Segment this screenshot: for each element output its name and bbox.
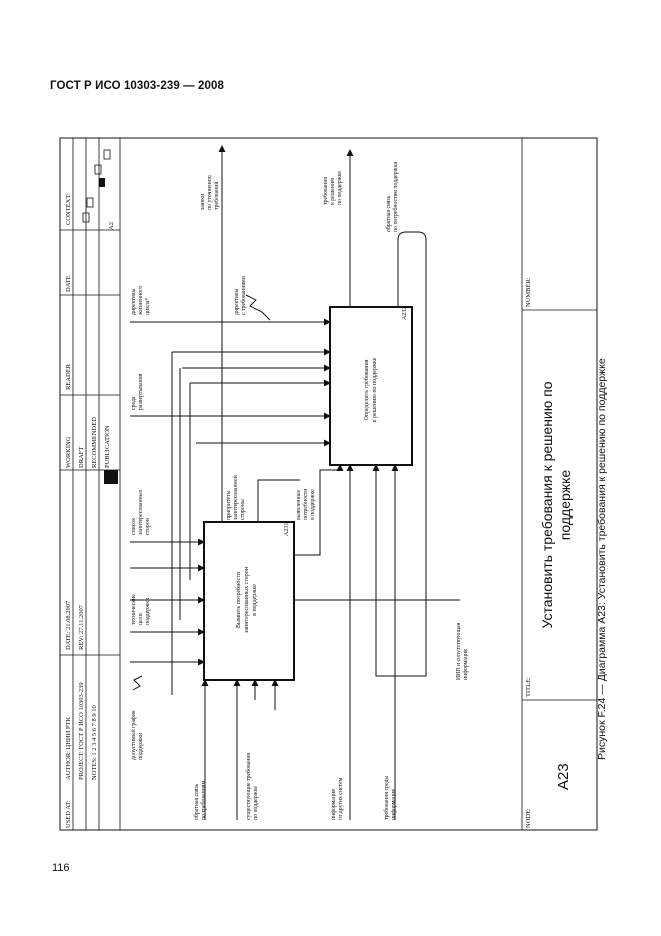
- svg-text:сторон: сторон: [145, 518, 151, 535]
- svg-text:по уточнению: по уточнению: [207, 175, 213, 210]
- svg-text:информация: информация: [462, 649, 469, 680]
- svg-text:жизненного: жизненного: [138, 286, 144, 316]
- working-label: WORKING: [65, 436, 72, 468]
- label-support-requirements-out: требования к решению по поддержке: [322, 171, 343, 205]
- footer-strip: [521, 138, 597, 830]
- title-label: TITLE:: [525, 677, 532, 697]
- publication-label: PUBLICATION: [104, 425, 111, 468]
- figure-caption: Рисунок F.24 — Диаграмма A23: Установить…: [596, 358, 608, 760]
- diagram-title-line1: Установить требования к решению по: [539, 381, 555, 628]
- svg-text:директивы: директивы: [131, 288, 137, 315]
- project-label: PROJECT: ГОСТ Р ИСО 10303-239: [78, 682, 85, 780]
- svg-text:по поддержке: по поддержке: [337, 171, 343, 205]
- svg-text:существующие требования: существующие требования: [245, 753, 252, 820]
- document-header: ГОСТ Р ИСО 10303-239 — 2008: [50, 80, 225, 92]
- svg-text:по поддержке: по поддержке: [253, 786, 259, 820]
- label-environment: среда развертывания: [131, 373, 144, 410]
- box-a232-line1: Определить требования: [363, 359, 370, 420]
- svg-text:потребности: потребности: [302, 489, 309, 520]
- label-env-info: требования среды информация: [383, 776, 397, 820]
- svg-text:с требованиями: с требованиями: [240, 276, 247, 315]
- date-label: DATE: 21.08.2007: [65, 600, 72, 650]
- used-at-label: USED AT:: [65, 800, 72, 828]
- svg-text:по потребностям поддержки: по потребностям поддержки: [392, 162, 399, 233]
- svg-text:требования среды: требования среды: [383, 776, 390, 820]
- reader-label: READER: [65, 363, 72, 390]
- label-other-systems: информация от других систем: [330, 777, 344, 820]
- context-node: A2: [108, 222, 115, 230]
- svg-text:допустимый график: допустимый график: [130, 710, 137, 760]
- activity-box-a232: [329, 306, 413, 466]
- label-support-schedule: допустимый график поддержки: [130, 710, 144, 760]
- box-a231-line3: в поддержке: [252, 584, 258, 616]
- svg-text:требований: требований: [213, 182, 220, 210]
- label-directives-requirements: директивы с требованиями: [234, 276, 247, 315]
- svg-text:обратная связь: обратная связь: [193, 783, 200, 820]
- svg-text:по требованиям: по требованиям: [200, 781, 207, 820]
- svg-text:требования: требования: [322, 177, 329, 205]
- publication-marker: [104, 470, 118, 484]
- label-support-needs: выявленные потребности в поддержке: [296, 489, 316, 520]
- svg-text:в поддержке: в поддержке: [310, 489, 316, 520]
- svg-text:стороны: стороны: [240, 499, 246, 520]
- diagram-frame: [59, 137, 598, 831]
- diagram-title-line2: поддержке: [557, 470, 573, 541]
- label-stakeholders-list: список заинтересованных сторон: [131, 489, 151, 535]
- svg-text:цели: цели: [138, 613, 144, 625]
- date-column-label: DATE: [65, 275, 72, 292]
- arrow-lines: [130, 145, 460, 820]
- svg-text:развертывания: развертывания: [138, 373, 144, 410]
- svg-text:к решению: к решению: [330, 177, 336, 205]
- svg-text:поддержки: поддержки: [145, 598, 151, 625]
- node-label: NODE:: [525, 808, 532, 828]
- svg-text:технические: технические: [131, 594, 137, 625]
- number-label: NUMBER:: [525, 277, 532, 307]
- recommended-label: RECOMMENDED: [91, 417, 98, 468]
- label-requests: заявки по уточнению требований: [200, 175, 220, 210]
- svg-text:список: список: [131, 518, 137, 535]
- label-technical-goals: технические цели поддержки: [131, 594, 151, 625]
- header-strip: [59, 138, 121, 830]
- label-feedback-support: обратная связь по потребностям поддержки: [385, 162, 399, 233]
- author-label: AUTHOR: ЦНИИ РТК: [65, 716, 72, 780]
- label-stakeholder-priorities: приоритеты заинтересованной стороны: [226, 475, 246, 520]
- svg-text:от других систем: от других систем: [338, 777, 344, 820]
- box-a231-id: A231: [284, 523, 290, 536]
- rev-label: REV: 27.11.2007: [78, 604, 85, 650]
- svg-text:выявленные: выявленные: [296, 489, 302, 520]
- label-feedback-requirements: обратная связь по требованиям: [193, 781, 207, 820]
- page-number: 116: [52, 862, 70, 874]
- svg-text:поддержки: поддержки: [138, 733, 144, 760]
- svg-text:среда: среда: [131, 396, 137, 410]
- svg-text:приоритеты: приоритеты: [226, 490, 232, 520]
- box-a231-line1: Выявить потребности: [235, 571, 242, 628]
- svg-text:заявки: заявки: [200, 194, 206, 210]
- svg-text:заинтересованной: заинтересованной: [232, 475, 239, 520]
- svg-text:директивы: директивы: [234, 288, 240, 315]
- label-existing-requirements: существующие требования по поддержке: [245, 753, 259, 820]
- label-ipi-info: ИИП и сопутствующая информация: [456, 622, 469, 680]
- svg-text:информация: информация: [330, 789, 337, 820]
- node-value: A23: [555, 763, 572, 790]
- svg-text:заинтересованных: заинтересованных: [138, 489, 144, 535]
- svg-text:цикла*: цикла*: [145, 298, 151, 315]
- notes-label: NOTES: 1 2 3 4 5 6 7 8 9 10: [91, 705, 98, 780]
- box-a231-line2: заинтересованных сторон: [244, 566, 250, 633]
- box-a232-id: A232: [402, 307, 408, 320]
- svg-text:ИИП и сопутствующая: ИИП и сопутствующая: [456, 622, 462, 680]
- label-directives-top: директивы жизненного цикла*: [131, 286, 151, 316]
- box-a232-line2: к решению по поддержке: [372, 357, 378, 422]
- svg-text:обратная связь: обратная связь: [385, 195, 392, 232]
- draft-label: DRAFT: [78, 447, 85, 468]
- svg-text:информация: информация: [390, 789, 397, 820]
- context-label: CONTEXT:: [65, 193, 72, 225]
